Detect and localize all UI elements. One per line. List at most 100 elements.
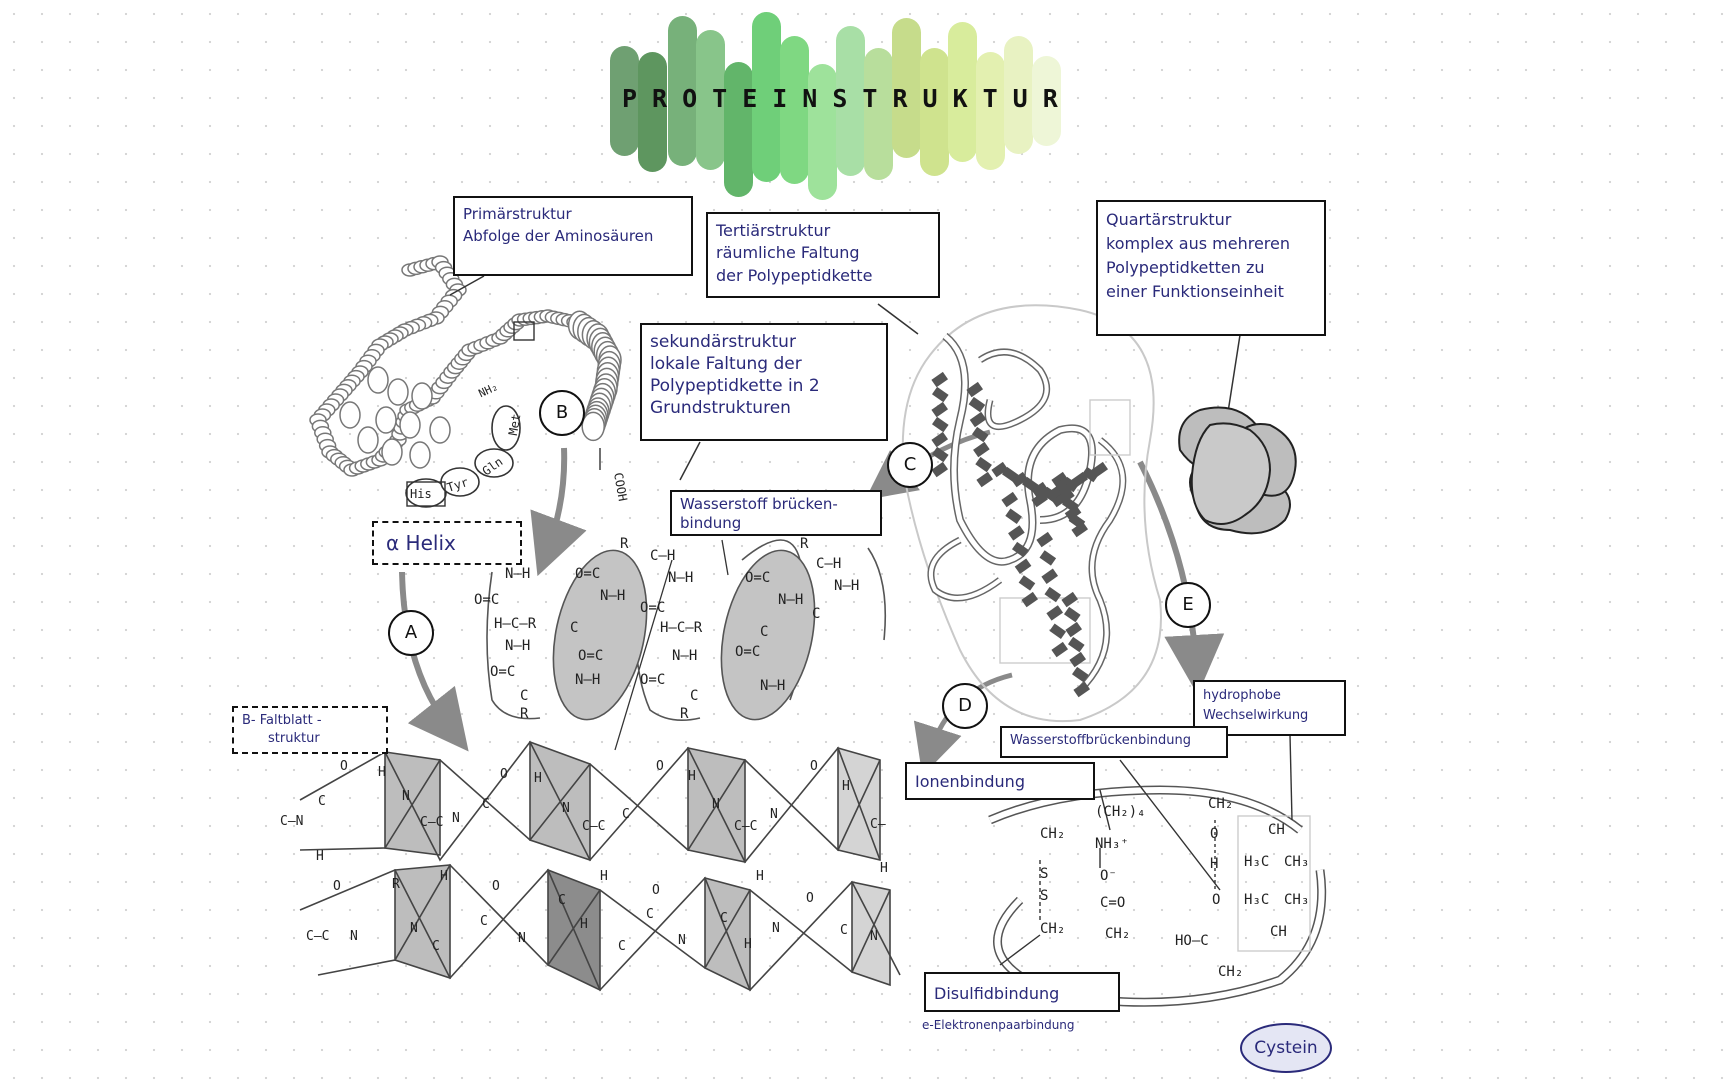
chem-glyph: H: [756, 869, 764, 884]
cluster-bead: [429, 416, 451, 444]
chem-glyph: O=C: [640, 600, 665, 616]
chem-glyph: C–C: [420, 815, 443, 830]
chem-glyph: O=C: [490, 664, 515, 680]
sc-c-o: C=O: [1100, 895, 1125, 911]
cluster-bead: [381, 438, 403, 466]
chem-glyph: O: [500, 767, 508, 782]
helix-segment: [1064, 505, 1082, 521]
helix-segment: [1063, 606, 1081, 623]
sc-h3c-1: H₃C: [1244, 854, 1269, 870]
helix-segment: [1021, 591, 1039, 608]
helix-segment: [931, 461, 949, 478]
quaternary-heading: Quartärstruktur: [1106, 210, 1232, 229]
helix-segment: [931, 401, 949, 418]
chem-glyph: O=C: [575, 566, 600, 582]
primary-structure-box: Primärstruktur Abfolge der Aminosäuren: [453, 196, 693, 276]
marker-d: D: [942, 683, 988, 729]
marker-e: E: [1165, 582, 1211, 628]
chem-glyph: C–: [870, 817, 886, 832]
helix-segment: [1071, 666, 1089, 683]
chem-glyph: C: [570, 620, 578, 636]
title-bar: [724, 62, 753, 197]
tertiary-drawing: [901, 304, 1162, 723]
chem-glyph: C: [618, 939, 626, 954]
sc-nh3: NH₃⁺: [1095, 836, 1129, 852]
chem-glyph: N–H: [668, 570, 693, 586]
marker-b: B: [539, 390, 585, 436]
chem-glyph: H: [316, 849, 324, 864]
chem-glyph: C–C: [306, 929, 329, 944]
sc-ch2-acid: CH₂: [1218, 964, 1243, 980]
primary-text: Abfolge der Aminosäuren: [463, 226, 654, 245]
sc-h3c-2: H₃C: [1244, 892, 1269, 908]
secondary-heading: sekundärstruktur: [650, 332, 796, 352]
helix-segment: [975, 456, 992, 473]
helix-segment: [1081, 466, 1099, 483]
cluster-bead: [375, 406, 397, 434]
tertiary-line-2: der Polypeptidkette: [716, 265, 873, 285]
helix-segment: [1046, 605, 1064, 621]
sc-ch2-ser: CH₂: [1208, 796, 1233, 812]
sc-h-ser: H: [1210, 856, 1218, 872]
cluster-bead: [387, 378, 409, 406]
sc-ch2-top: CH₂: [1040, 826, 1065, 842]
quaternary-drawing: [1178, 406, 1297, 535]
bond-chemistry: CH₂ S S CH₂ (CH₂)₄ NH₃⁺ O⁻ C=O CH₂ CH₂ O…: [1040, 796, 1309, 980]
marker-c: C: [887, 442, 933, 488]
cluster-bead: [367, 366, 389, 394]
chain-bead: [581, 411, 605, 442]
cluster-bead: [409, 441, 431, 469]
cluster-bead: [357, 426, 379, 454]
bead-met: [491, 405, 521, 451]
chem-glyph: O=C: [640, 672, 665, 688]
helix-segment: [971, 426, 989, 443]
bead-gln: [474, 448, 514, 478]
chem-glyph: O=C: [735, 644, 760, 660]
sc-o-ser: O: [1210, 826, 1218, 842]
chem-glyph: N–H: [672, 648, 697, 664]
chem-glyph: C: [812, 606, 820, 622]
marker-a: A: [388, 610, 434, 656]
secondary-line-1: lokale Faltung der: [650, 354, 802, 375]
chem-glyph: N: [350, 929, 358, 944]
helix-segment: [1036, 531, 1054, 548]
chem-glyph: H: [842, 779, 850, 794]
helix-segment: [931, 431, 949, 448]
alpha-helix-label: α Helix: [372, 521, 522, 565]
tertiary-heading: Tertiärstruktur: [716, 221, 831, 240]
cluster-bead: [339, 401, 361, 429]
sc-ch2-4: (CH₂)₄: [1095, 804, 1146, 820]
helix-segment: [1073, 681, 1091, 698]
chem-glyph: R: [680, 706, 689, 722]
chem-glyph: N: [402, 789, 410, 804]
aa-his: His: [410, 487, 432, 501]
helix-segment: [991, 461, 1009, 478]
helix-segment: [1061, 591, 1079, 608]
title-color-bars: [610, 12, 1090, 212]
chem-glyph: N–H: [505, 566, 530, 582]
helix-segment: [1031, 481, 1049, 498]
helix-segment: [1061, 476, 1079, 493]
chem-glyph: N–H: [778, 592, 803, 608]
title-bar: [610, 46, 639, 156]
chem-glyph: N: [770, 807, 778, 822]
sc-ho-c: HO—C: [1175, 933, 1209, 949]
chem-glyph: N: [678, 933, 686, 948]
chem-glyph: N: [712, 797, 720, 812]
chem-glyph: C: [432, 939, 440, 954]
chem-glyph: R: [620, 536, 629, 552]
quaternary-structure-box: Quartärstruktur komplex aus mehreren Pol…: [1096, 200, 1326, 336]
primary-heading: Primärstruktur: [463, 205, 572, 223]
helix-segment: [931, 386, 949, 403]
helix-segment: [1051, 641, 1069, 658]
chem-glyph: C: [646, 907, 654, 922]
page-title: PROTEINSTRUKTUR: [622, 84, 1073, 113]
helix-segment: [1067, 636, 1085, 653]
title-bar: [1004, 36, 1033, 154]
helix-segment: [1041, 568, 1059, 584]
helix-segment: [969, 411, 987, 428]
title-bar: [976, 52, 1005, 170]
